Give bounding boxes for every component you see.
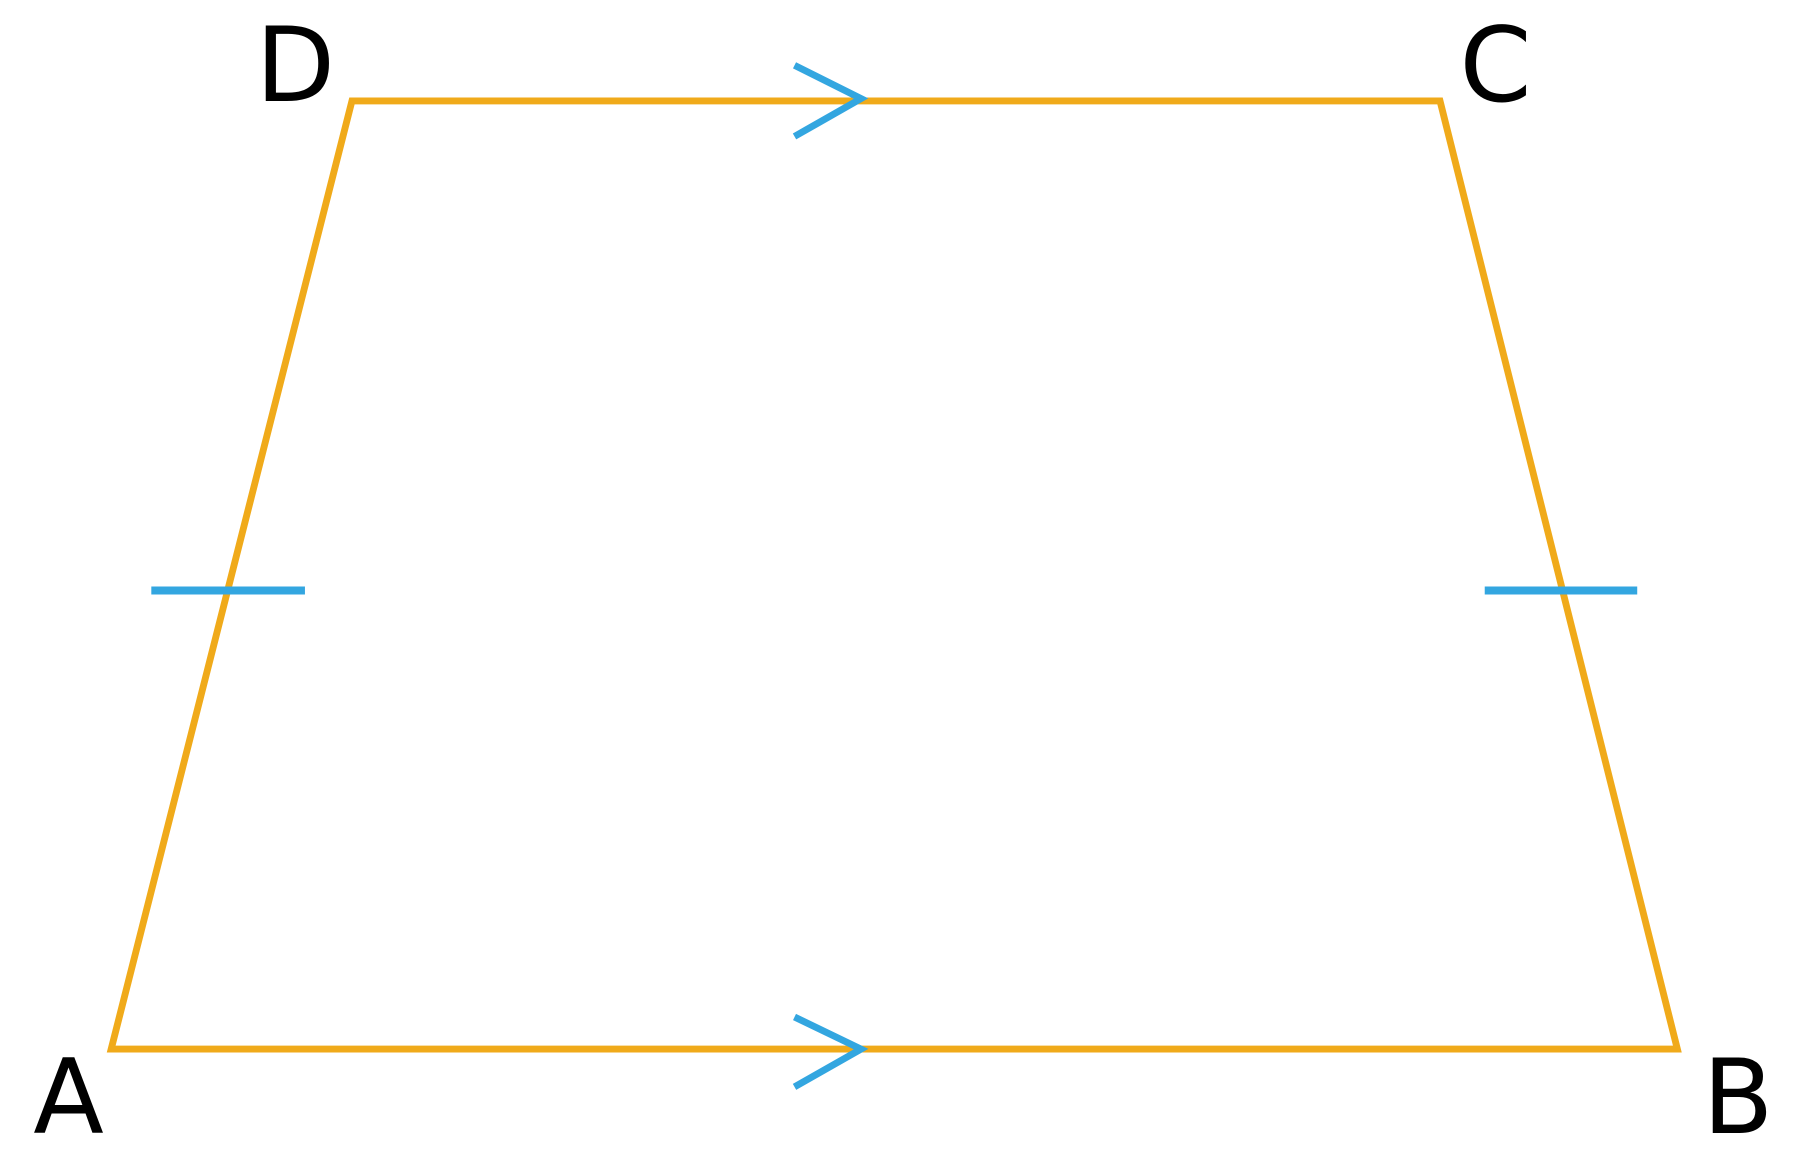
vertex-label-d: D	[256, 6, 335, 126]
trapezoid-outline	[106, 97, 1682, 1053]
vertex-label-b: B	[1703, 1038, 1774, 1158]
parallel-arrow-bottom	[792, 1013, 869, 1090]
parallel-arrow-top	[792, 62, 869, 140]
vertex-label-a: A	[33, 1038, 104, 1158]
vertex-label-c: C	[1460, 6, 1532, 126]
